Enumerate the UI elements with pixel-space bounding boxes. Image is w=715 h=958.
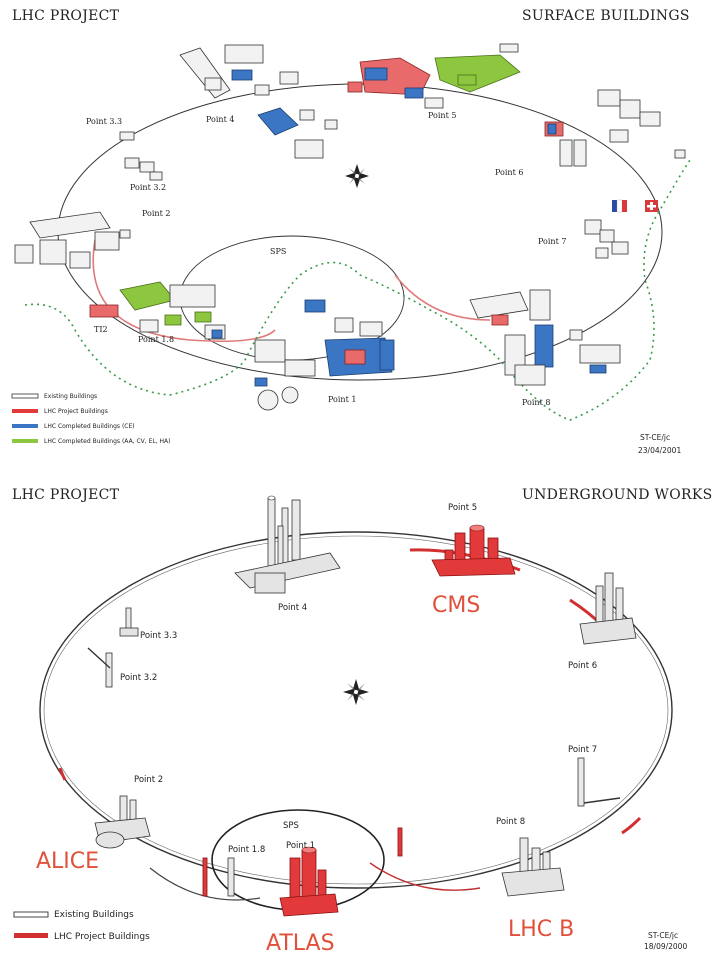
transfer-line-ti8 — [394, 274, 491, 321]
lhc-tunnel-ring — [39, 531, 673, 889]
experiment-label-cms: CMS — [432, 593, 480, 618]
underground-label-point8: Point 8 — [496, 817, 525, 827]
surface-buildings-panel: LHC PROJECT SURFACE BUILDINGS Point 4 — [0, 0, 715, 478]
legend-existing-u: Existing Buildings — [54, 910, 134, 920]
surface-label-point4: Point 4 — [206, 115, 234, 124]
surface-label-ti2: TI2 — [94, 325, 108, 334]
surface-header-right: SURFACE BUILDINGS — [522, 8, 690, 24]
point32-structure — [87, 647, 113, 688]
lhc-tunnel-ring-inner — [43, 535, 669, 885]
legend-completed-other: LHC Completed Buildings (AA, CV, EL, HA) — [44, 438, 171, 445]
legend-swatch-existing-u — [13, 911, 49, 918]
underground-works-panel: LHC PROJECT UNDERGROUND WORKS Point 4 — [0, 478, 715, 958]
point2-buildings — [14, 211, 131, 269]
legend-completed-ce: LHC Completed Buildings (CE) — [44, 423, 135, 430]
underground-ref-date: 18/09/2000 — [644, 942, 687, 951]
underground-map: LHC PROJECT UNDERGROUND WORKS Point 4 — [12, 487, 713, 956]
point1-atlas-shafts — [279, 846, 339, 917]
point8-buildings — [469, 289, 621, 386]
surface-map: LHC PROJECT SURFACE BUILDINGS Point 4 — [11, 8, 691, 455]
underground-label-point7: Point 7 — [568, 745, 597, 755]
underground-ref-author: ST-CE/jc — [648, 931, 678, 940]
legend-swatch-project-u — [14, 933, 48, 938]
legend-project: LHC Project Buildings — [44, 408, 108, 415]
underground-label-point32: Point 3.2 — [120, 673, 157, 683]
surface-ref-date: 23/04/2001 — [638, 446, 681, 455]
france-flag-icon — [612, 199, 627, 213]
point5-shafts — [431, 524, 516, 577]
legend-swatch-completed-other — [12, 439, 38, 443]
underground-header-right: UNDERGROUND WORKS — [522, 487, 713, 503]
point5-buildings — [347, 43, 521, 109]
surface-label-point7: Point 7 — [538, 237, 566, 246]
point32-buildings — [124, 157, 163, 181]
point1-buildings — [254, 299, 395, 411]
surface-label-point5: Point 5 — [428, 111, 456, 120]
surface-label-point8: Point 8 — [522, 398, 550, 407]
point4-shafts — [234, 495, 341, 594]
underground-label-point18: Point 1.8 — [228, 845, 265, 855]
point6-buildings — [544, 89, 686, 167]
point8-shafts — [501, 837, 565, 897]
ti8-shaft — [397, 827, 403, 857]
point7-buildings — [584, 219, 629, 259]
point33-building — [119, 131, 135, 141]
compass-rose-icon — [345, 164, 369, 188]
surface-label-point33: Point 3.3 — [86, 117, 122, 126]
switzerland-flag-icon — [645, 200, 658, 212]
compass-rose-icon-underground — [343, 679, 369, 705]
surface-label-point32: Point 3.2 — [130, 183, 166, 192]
underground-label-point1: Point 1 — [286, 841, 315, 851]
surface-label-sps: SPS — [270, 247, 286, 256]
point2-shafts — [94, 795, 151, 849]
point7-structure — [577, 757, 621, 807]
national-border — [24, 159, 691, 421]
underground-label-point4: Point 4 — [278, 603, 307, 613]
underground-header-left: LHC PROJECT — [12, 487, 120, 503]
underground-label-point33: Point 3.3 — [140, 631, 177, 641]
underground-label-point5: Point 5 — [448, 503, 477, 513]
underground-label-sps: SPS — [283, 821, 299, 831]
legend-project-u: LHC Project Buildings — [54, 932, 150, 942]
point4-buildings — [179, 44, 338, 159]
experiment-label-atlas: ATLAS — [266, 931, 335, 956]
surface-ref-author: ST-CE/jc — [640, 433, 670, 442]
surface-header-left: LHC PROJECT — [12, 8, 120, 24]
surface-label-point18: Point 1.8 — [138, 335, 174, 344]
underground-label-point6: Point 6 — [568, 661, 597, 671]
ti2-building — [89, 304, 119, 318]
legend-swatch-completed-ce — [12, 424, 38, 428]
underground-legend: Existing Buildings LHC Project Buildings — [13, 910, 150, 942]
point33-structure — [119, 607, 139, 637]
experiment-label-alice: ALICE — [36, 849, 99, 874]
experiment-label-lhcb: LHC B — [508, 917, 574, 942]
point6-shafts — [579, 572, 637, 645]
point18-buildings — [119, 281, 226, 340]
legend-swatch-existing — [11, 393, 39, 399]
surface-label-point2: Point 2 — [142, 209, 170, 218]
legend-existing: Existing Buildings — [44, 393, 97, 400]
point18-shafts — [202, 857, 235, 897]
underground-label-point2: Point 2 — [134, 775, 163, 785]
surface-label-point6: Point 6 — [495, 168, 523, 177]
legend-swatch-project — [12, 409, 38, 413]
tunnel-ti2 — [149, 867, 261, 901]
tunnel-ti8 — [369, 862, 481, 891]
surface-label-point1: Point 1 — [328, 395, 356, 404]
surface-legend: Existing Buildings LHC Project Buildings… — [11, 393, 171, 445]
